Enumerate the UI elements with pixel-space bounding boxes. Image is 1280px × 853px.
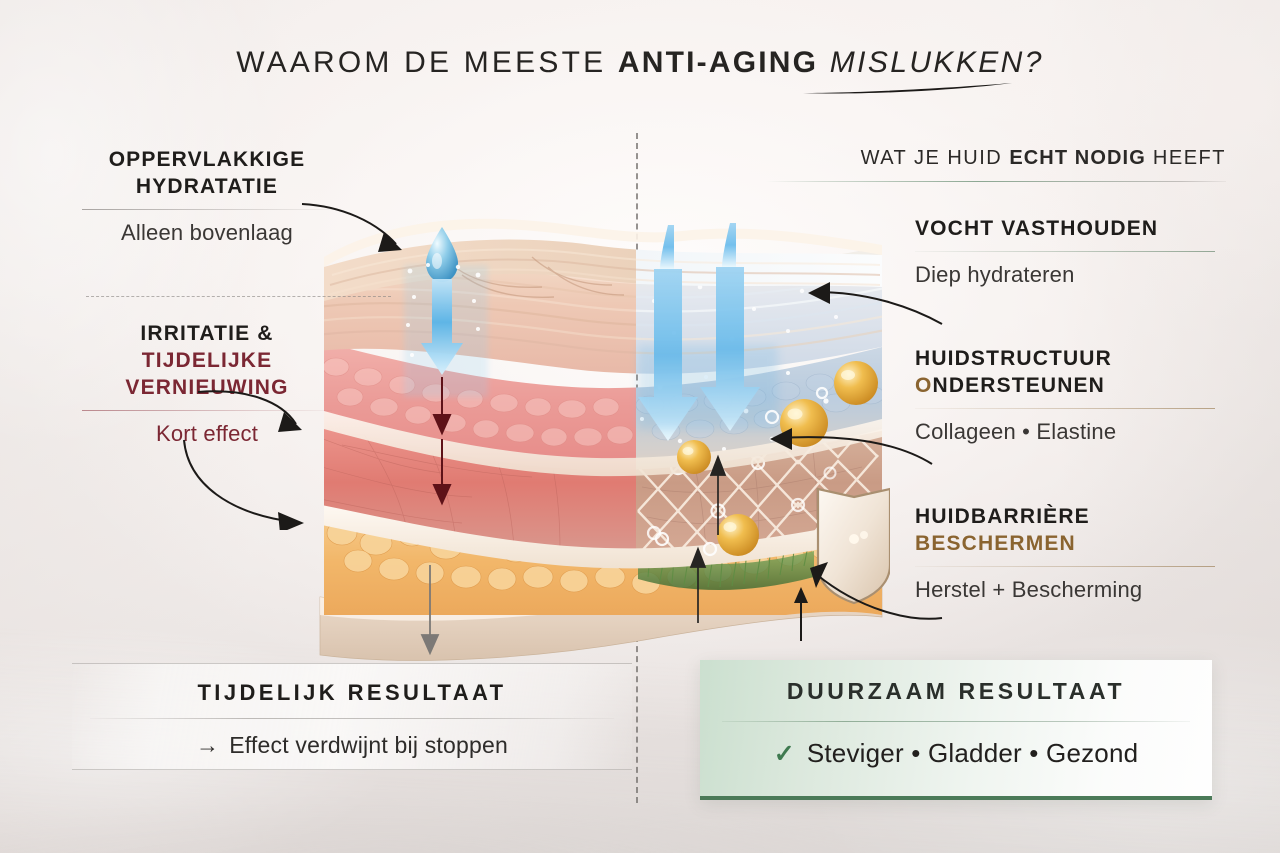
label-block-huidbarriere-beschermen: HUIDBARRIÈRE BESCHERMEN Herstel + Besche…: [915, 503, 1215, 604]
label-divider: [82, 410, 332, 411]
label-block-oppervlakkige-hydratatie: OPPERVLAKKIGE HYDRATATIE Alleen bovenlaa…: [82, 146, 332, 247]
label-title-line2: TIJDELIJKE: [141, 349, 273, 372]
right-header-divider: [766, 181, 1226, 182]
label-title-line1: HUIDSTRUCTUUR: [915, 347, 1112, 370]
label-block-vocht-vasthouden: VOCHT VASTHOUDEN Diep hydrateren: [915, 215, 1215, 289]
right-header-bold: ECHT NODIG: [1009, 147, 1146, 169]
title-space: [818, 46, 830, 79]
deep-hydration-arrows: [638, 223, 778, 441]
skin-cross-section-illustration: [302, 205, 890, 680]
panel-divider: [722, 721, 1190, 722]
panel-title: TIJDELIJK RESULTAAT: [197, 680, 507, 705]
arrow-hydratatie-to-skin: [301, 203, 402, 252]
label-subtitle: Herstel + Bescherming: [915, 577, 1143, 602]
left-surface-hydration-group: [404, 227, 488, 656]
panel-divider: [90, 718, 614, 719]
label-divider: [915, 251, 1215, 252]
panel-body-text: Steviger • Gladder • Gezond: [806, 738, 1139, 768]
label-block-irritatie-vernieuwing: IRRITATIE & TIJDELIJKE VERNIEUWING Kort …: [82, 320, 332, 448]
surface-hydration-arrow: [421, 279, 463, 375]
arrow-barrier-upward: [794, 587, 808, 641]
skin-top-surface: [324, 218, 882, 301]
title-underline-swoosh: [800, 82, 1014, 96]
label-title-line1: IRRITATIE &: [140, 322, 274, 345]
title-italic: MISLUKKEN?: [829, 46, 1044, 79]
label-title-line2: BESCHERMEN: [915, 532, 1076, 555]
label-subtitle: Diep hydrateren: [915, 262, 1075, 287]
title-part-1: WAAROM DE MEESTE: [236, 46, 618, 79]
water-drop-icon: [426, 227, 458, 282]
arrow-barriere-to-skin: [810, 562, 943, 620]
right-column-header: WAT JE HUID ECHT NODIG HEEFT: [766, 147, 1226, 182]
irritation-depth-arrows: [432, 377, 452, 506]
repair-arrows: [689, 454, 727, 623]
label-title-line3: VERNIEUWING: [125, 376, 289, 399]
label-subtitle: Alleen bovenlaag: [120, 220, 293, 245]
label-subtitle: Collageen • Elastine: [915, 419, 1117, 444]
panel-title: DUURZAAM RESULTAAT: [786, 678, 1126, 704]
arrow-irritatie-to-skin: [183, 390, 304, 530]
arrow-structuur-to-skin: [770, 428, 933, 465]
label-block-huidstructuur-ondersteunen: HUIDSTRUCTUUR ONDERSTEUNEN Collageen • E…: [915, 345, 1215, 446]
bottom-panel-duurzaam-resultaat: DUURZAAM RESULTAAT ✓ Steviger • Gladder •…: [700, 660, 1212, 800]
label-title-line2: ONDERSTEUNEN: [915, 374, 1105, 397]
page-title: WAAROM DE MEESTE ANTI-AGING MISLUKKEN?: [0, 46, 1280, 80]
check-icon: ✓: [773, 740, 795, 768]
right-header-plain-2: HEEFT: [1145, 147, 1226, 169]
title-bold: ANTI-AGING: [617, 46, 819, 79]
bottom-panel-tijdelijk-resultaat: TIJDELIJK RESULTAAT → Effect verdwijnt bi…: [72, 663, 632, 770]
shield-icon: [816, 487, 890, 605]
label-title-line1: OPPERVLAKKIGE: [108, 148, 306, 171]
label-title-line1: VOCHT VASTHOUDEN: [915, 217, 1159, 240]
label-divider: [915, 566, 1215, 567]
label-title-line1: HUIDBARRIÈRE: [915, 505, 1090, 528]
panel-body-text: Effect verdwijnt bij stoppen: [229, 732, 508, 758]
label-divider: [82, 209, 332, 210]
label-divider: [915, 408, 1215, 409]
panel-body: ✓ Steviger • Gladder • Gezond: [700, 738, 1212, 769]
fading-result-arrow: [420, 565, 440, 656]
arrow-vocht-to-skin: [808, 282, 943, 325]
panel-body: → Effect verdwijnt bij stoppen: [72, 732, 632, 759]
left-section-dashed-separator: [86, 296, 391, 297]
label-subtitle: Kort effect: [155, 421, 259, 446]
arrow-right-icon: →: [196, 732, 220, 758]
collagen-elastin-spheres: [677, 361, 878, 556]
label-title-line2: HYDRATATIE: [135, 175, 279, 198]
right-header-plain-1: WAT JE HUID: [860, 147, 1010, 169]
